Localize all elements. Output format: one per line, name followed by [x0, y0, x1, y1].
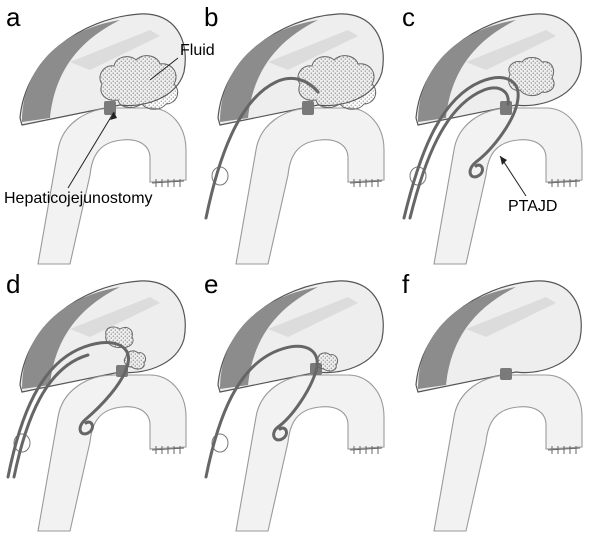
- panel-label: b: [204, 2, 218, 32]
- ptajd-label: PTAJD: [508, 198, 557, 216]
- bowel: [236, 108, 384, 264]
- panel-label: e: [204, 269, 218, 299]
- panel-d-drawing: [0, 267, 196, 533]
- panel-a: a Fluid Hepaticojejunostomy: [0, 0, 196, 266]
- panel-label: f: [402, 269, 409, 299]
- bowel: [236, 375, 384, 531]
- liver: [218, 281, 383, 392]
- panel-f-drawing: [396, 267, 592, 533]
- bowel: [38, 108, 186, 264]
- fluid-collection: [509, 58, 554, 96]
- panel-label: d: [6, 269, 20, 299]
- anastomosis: [500, 101, 512, 115]
- fluid-collection: [316, 353, 337, 371]
- panel-b: b: [198, 0, 394, 266]
- panel-c-drawing: [396, 0, 592, 266]
- liver: [416, 14, 581, 125]
- liver: [416, 281, 581, 392]
- bowel: [38, 375, 186, 531]
- hepaticojejunostomy-label: Hepaticojejunostomy: [4, 190, 153, 208]
- panel-c: c PTAJD: [396, 0, 592, 266]
- panel-e: e: [198, 267, 394, 533]
- liver: [20, 281, 185, 392]
- panel-a-drawing: [0, 0, 196, 266]
- panel-e-drawing: [198, 267, 394, 533]
- panel-f: f: [396, 267, 592, 533]
- anastomosis: [500, 368, 512, 380]
- bowel: [434, 375, 582, 531]
- panel-d: d: [0, 267, 196, 533]
- bowel: [434, 108, 582, 264]
- panel-label: a: [6, 2, 20, 32]
- anastomosis: [302, 101, 314, 115]
- panel-b-drawing: [198, 0, 394, 266]
- panel-label: c: [402, 2, 415, 32]
